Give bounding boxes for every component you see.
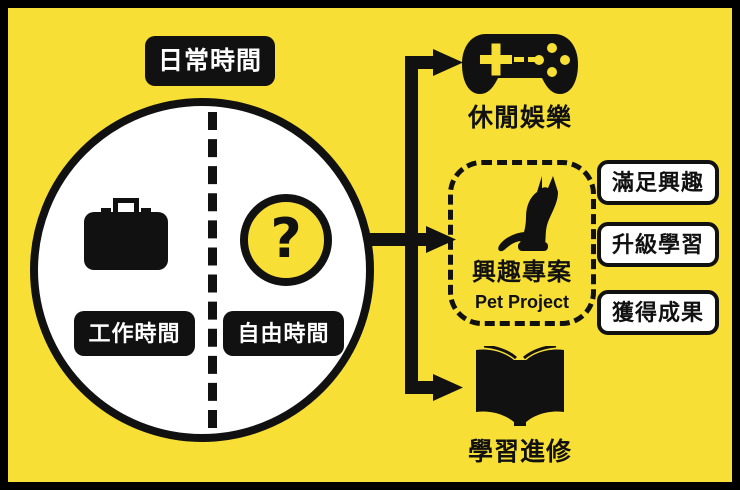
cat-icon: [498, 176, 558, 252]
daily-time-circle: [30, 98, 374, 442]
gamepad-icon: [462, 34, 578, 94]
time-divider-dashed-line: [208, 112, 217, 428]
open-book-icon: [476, 346, 564, 426]
free-time-label: 自由時間: [223, 311, 344, 356]
daily-time-label: 日常時間: [145, 36, 275, 86]
poster-canvas: 日常時間 ? 工作時間 自由時間: [8, 8, 732, 482]
benefit-box-upgrade-learning: 升級學習: [597, 222, 719, 267]
work-time-label: 工作時間: [74, 311, 195, 356]
question-mark-icon: ?: [270, 206, 302, 270]
briefcase-icon: [84, 198, 168, 270]
pet-project-container: [448, 160, 596, 326]
pet-project-label: 興趣專案: [472, 259, 572, 286]
leisure-label: 休閒娛樂: [467, 104, 572, 132]
benefit-box-satisfy-interest: 滿足興趣: [597, 160, 719, 205]
study-label: 學習進修: [467, 438, 572, 466]
free-time-question-badge: ?: [240, 194, 332, 286]
pet-project-sublabel: Pet Project: [474, 292, 570, 312]
benefit-box-gain-results: 獲得成果: [597, 290, 719, 335]
